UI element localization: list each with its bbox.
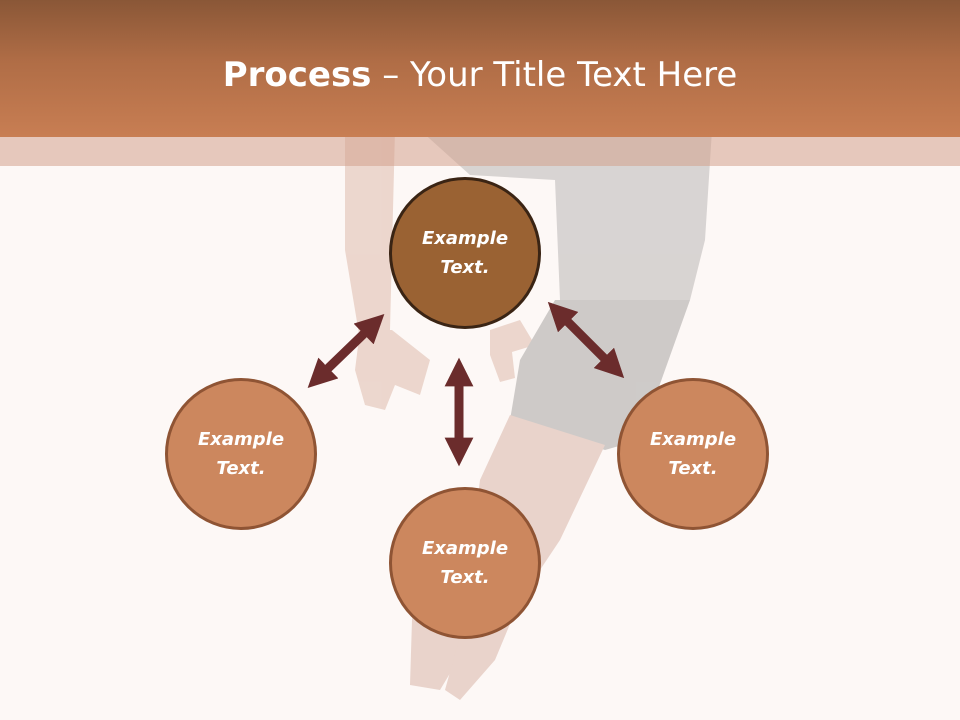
process-node-center: Example Text. [389, 177, 541, 329]
node-center-text: Example Text. [421, 228, 509, 278]
node-right-text: Example Text. [649, 429, 737, 479]
title-bold: Process [222, 55, 372, 95]
arrow-center-right [547, 301, 625, 379]
title-bar [0, 0, 960, 137]
process-node-left: Example Text. [165, 378, 317, 530]
node-bottom-text: Example Text. [421, 538, 509, 588]
slide-title: Process – Your Title Text Here [0, 52, 960, 98]
node-left-text: Example Text. [197, 429, 285, 479]
title-rest: – Your Title Text Here [371, 55, 738, 95]
process-node-bottom: Example Text. [389, 487, 541, 639]
process-node-right: Example Text. [617, 378, 769, 530]
title-underband [0, 137, 960, 166]
arrow-center-left [307, 314, 385, 388]
